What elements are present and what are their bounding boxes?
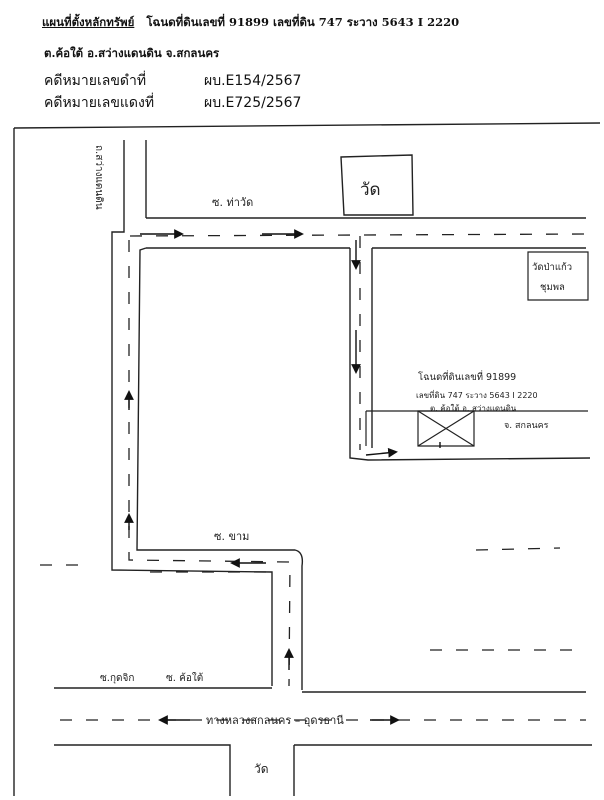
map-labels: ถ.สว่างแดนดิน ซ. ท่าวัด วัด วัดป่าแก้ว ช… xyxy=(93,145,572,776)
parcel-label-line4: จ. สกลนคร xyxy=(504,421,549,431)
road-centerlines xyxy=(40,233,591,721)
red-case-label: คดีหมายเลขแดงที่ xyxy=(44,95,155,111)
main-road-left xyxy=(111,140,586,690)
parcel-label-line1: โฉนดที่ดินเลขที่ 91899 xyxy=(418,370,516,383)
temple-right-label-line2: ชุมพล xyxy=(540,282,565,293)
black-case-label: คดีหมายเลขดำที่ xyxy=(44,73,147,89)
road-sawang-daen-din-label: ถ.สว่างแดนดิน xyxy=(93,145,104,210)
map-title: แผนที่ตั้งหลักทรัพย์ โฉนดที่ดินเลขที่ 918… xyxy=(42,14,459,32)
black-case-row: คดีหมายเลขดำที่ ผบ.E154/2567 xyxy=(44,70,301,92)
highway-label: ทางหลวงสกลนคร – อุดรธานี xyxy=(206,714,344,727)
bottom-soi-roads xyxy=(54,687,592,796)
map-frame xyxy=(13,122,601,796)
soi-tha-wat-road xyxy=(349,247,591,461)
soi-kham-label: ซ. ขาม xyxy=(214,530,249,543)
deed-info: โฉนดที่ดินเลขที่ 91899 เลขที่ดิน 747 ระว… xyxy=(146,15,460,29)
title-text: แผนที่ตั้งหลักทรัพย์ xyxy=(42,15,135,29)
land-parcel xyxy=(365,410,588,447)
black-case-number: ผบ.E154/2567 xyxy=(204,73,302,89)
temple-top-building xyxy=(340,154,414,216)
parcel-label-line2: เลขที่ดิน 747 ระวาง 5643 I 2220 xyxy=(416,389,538,400)
temple-bottom-label: วัด xyxy=(254,762,269,776)
soi-kho-tai-label: ซ. ค้อใต้ xyxy=(166,672,203,684)
temple-right-building xyxy=(527,251,589,301)
temple-right-label-line1: วัดป่าแก้ว xyxy=(532,262,572,273)
route-arrows xyxy=(124,229,441,725)
location-text: ต.ค้อใต้ อ.สว่างแดนดิน จ.สกลนคร xyxy=(44,46,220,60)
parcel-label-line3: ต. ค้อใต้ อ. สว่างแดนดิน xyxy=(430,404,517,413)
soi-tha-wat-label: ซ. ท่าวัด xyxy=(212,196,253,209)
temple-top-label: วัด xyxy=(360,180,381,200)
red-case-number: ผบ.E725/2567 xyxy=(204,95,302,111)
soi-kut-chik-label: ซ.กุดจิก xyxy=(100,673,134,684)
red-case-row: คดีหมายเลขแดงที่ ผบ.E725/2567 xyxy=(44,92,301,114)
